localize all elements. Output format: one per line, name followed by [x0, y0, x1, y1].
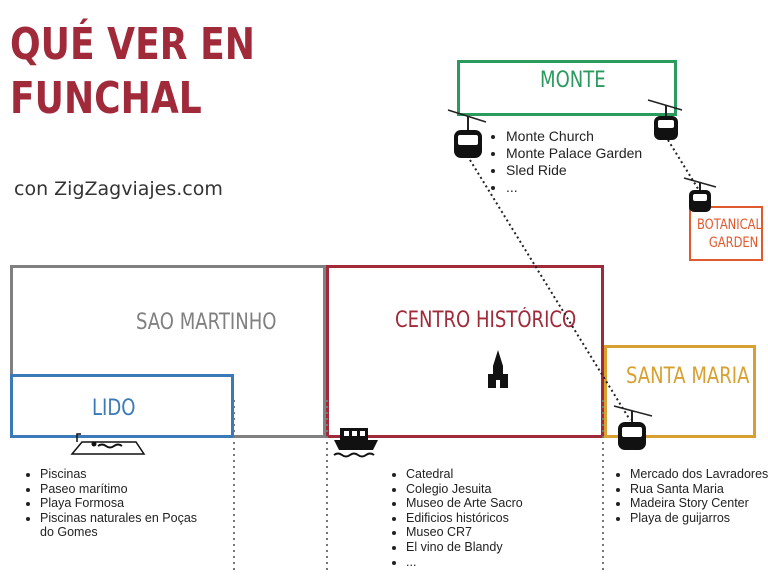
lido-list: Piscinas Paseo marítimo Playa Formosa Pi…	[26, 467, 210, 540]
list-item: Piscinas naturales en Poças do Gomes	[40, 511, 210, 540]
cable-car-icon	[447, 109, 487, 158]
page-title: QUÉ VER EN FUNCHAL	[10, 18, 255, 126]
list-item: Sled Ride	[506, 162, 696, 179]
list-item: Colegio Jesuita	[406, 482, 586, 497]
list-item: Madeira Story Center	[630, 496, 768, 511]
subtitle: con ZigZagviajes.com	[14, 178, 223, 200]
monte-box	[457, 60, 677, 116]
list-item: Edificios históricos	[406, 511, 586, 526]
botanical-label-line-1: BOTANICAL	[697, 217, 762, 233]
centro-historico-label: CENTRO HISTÓRICO	[395, 308, 577, 333]
centro-list: Catedral Colegio Jesuita Museo de Arte S…	[392, 467, 586, 569]
monte-label: MONTE	[540, 68, 606, 93]
list-item: Playa Formosa	[40, 496, 210, 511]
list-item: Catedral	[406, 467, 586, 482]
centro-historico-box	[326, 265, 604, 438]
lido-label: LIDO	[92, 396, 136, 421]
botanical-garden-box	[689, 206, 763, 261]
monte-list: Monte Church Monte Palace Garden Sled Ri…	[492, 128, 696, 196]
lido-box	[10, 374, 234, 438]
list-item: ...	[506, 179, 696, 196]
list-item: Monte Palace Garden	[506, 145, 696, 162]
cable-route	[667, 139, 701, 193]
botanical-garden-label: BOTANICAL GARDEN	[697, 216, 762, 252]
botanical-label-line-2: GARDEN	[708, 235, 759, 251]
list-item: ...	[406, 555, 586, 570]
swimming-pool-icon	[70, 433, 146, 455]
cable-car-icon	[683, 177, 717, 212]
list-item: Playa de guijarros	[630, 511, 768, 526]
list-item: Museo de Arte Sacro	[406, 496, 586, 511]
title-line-1: QUÉ VER EN	[10, 19, 255, 70]
santa-maria-label: SANTA MARIA	[626, 364, 750, 389]
santa-maria-box	[604, 345, 756, 438]
list-item: Mercado dos Lavradores	[630, 467, 768, 482]
cable-route	[469, 159, 631, 421]
list-item: El vino de Blandy	[406, 540, 586, 555]
church-icon	[488, 350, 508, 388]
cable-car-icon	[647, 99, 683, 140]
cable-car-icon	[613, 405, 653, 450]
title-line-2: FUNCHAL	[10, 73, 202, 124]
list-item: Museo CR7	[406, 525, 586, 540]
list-item: Paseo marítimo	[40, 482, 210, 497]
sao-martinho-label: SAO MARTINHO	[136, 310, 277, 335]
ferry-boat-icon	[333, 428, 378, 458]
list-item: Rua Santa Maria	[630, 482, 768, 497]
list-item: Piscinas	[40, 467, 210, 482]
list-item: Monte Church	[506, 128, 696, 145]
santa-maria-list: Mercado dos Lavradores Rua Santa Maria M…	[616, 467, 768, 525]
